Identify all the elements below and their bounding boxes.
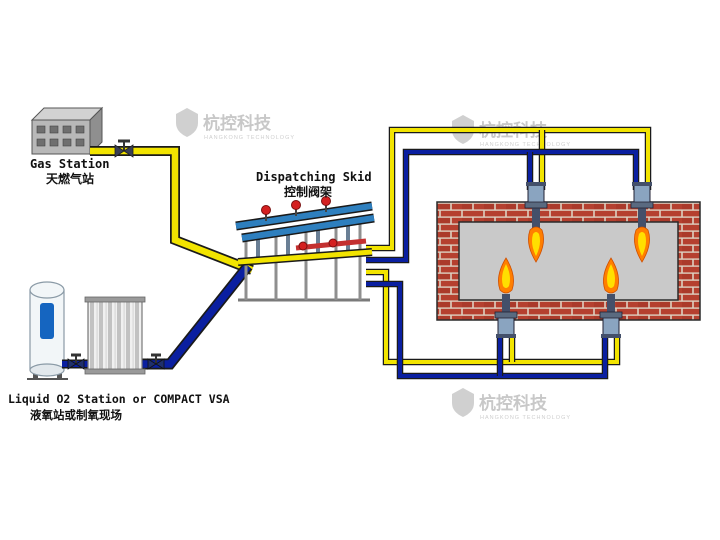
gas-station-label-en: Gas Station [30, 157, 109, 171]
vaporizer [84, 296, 146, 375]
watermark: 杭控科技 HANGKONG TECHNOLOGY [452, 388, 571, 421]
burner-gas-lines [366, 126, 652, 366]
tank-brand-label [40, 303, 54, 339]
watermark-text: 杭控科技 [479, 393, 548, 413]
dispatching-skid-label-en: Dispatching Skid [256, 170, 372, 184]
gas-station-label-zh: 天燃气站 [46, 171, 94, 186]
dispatching-skid [235, 196, 375, 302]
burner-bottom-left [494, 257, 518, 338]
o2-outlet-valve [147, 353, 165, 370]
watermark-subtext: HANGKONG TECHNOLOGY [480, 415, 571, 421]
flame [528, 226, 544, 263]
watermark-text: 杭控科技 [203, 113, 272, 133]
burner-top-left [524, 182, 548, 263]
dispatching-skid-label-zh: 控制阀架 [284, 184, 332, 199]
burner-bottom-right [599, 257, 623, 338]
watermark-logo-icon [176, 108, 198, 137]
gas-station-valve [114, 139, 134, 158]
building-windows [36, 125, 85, 147]
furnace [436, 201, 701, 321]
watermark-subtext: HANGKONG TECHNOLOGY [204, 135, 295, 141]
o2-tank-valve [67, 353, 85, 370]
gas-station-building [30, 106, 104, 156]
burner-oxygen-lines [366, 148, 640, 380]
watermark-logo-icon [452, 388, 474, 417]
o2-station-label-en: Liquid O2 Station or COMPACT VSA [8, 392, 230, 406]
burner-top-right [630, 182, 654, 263]
o2-station-label-zh: 液氧站或制氧现场 [30, 408, 122, 422]
skid-valve-wheels [261, 196, 338, 251]
flame [603, 257, 619, 294]
flame [498, 257, 514, 294]
watermark: 杭控科技 HANGKONG TECHNOLOGY [176, 108, 295, 141]
flame [634, 226, 650, 263]
watermark-subtext: HANGKONG TECHNOLOGY [480, 142, 571, 148]
liquid-o2-tank [27, 281, 68, 380]
